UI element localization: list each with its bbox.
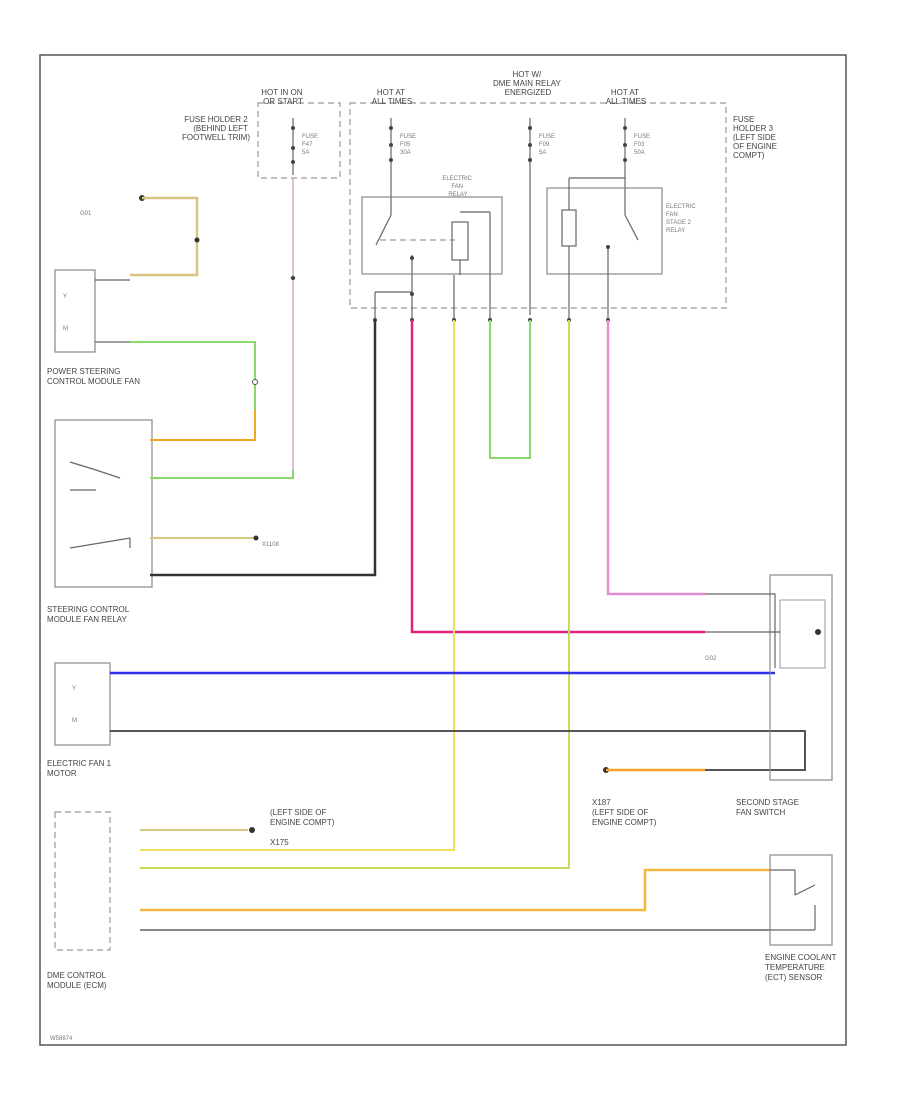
svg-text:Y: Y (63, 294, 67, 300)
label-ground-x187: (LEFT SIDE OF ENGINE COMPT) X187 (592, 798, 659, 827)
diagram-frame (39, 54, 847, 1046)
fuse-f05 (389, 118, 393, 215)
label-second-stage-switch: SECOND STAGE FAN SWITCH (736, 798, 801, 817)
label-coolant-sensor: ENGINE COOLANT TEMPERATURE (ECT) SENSOR (765, 953, 839, 982)
label-fuse-f47: FUSE F47 5A (302, 134, 320, 156)
svg-text:Y: Y (72, 686, 76, 692)
label-fuse-holder-2: FUSE HOLDER 2 (BEHIND LEFT FOOTWELL TRIM… (182, 115, 250, 142)
electric-fan-1-motor: Y M (54, 662, 111, 746)
label-g01: G01 (80, 211, 92, 217)
label-ground-x175: X175 (LEFT SIDE OF ENGINE COMPT) (270, 808, 335, 847)
label-fuse-holder-3: FUSE HOLDER 3 (LEFT SIDE OF ENGINE COMPT… (733, 115, 779, 160)
wire-runs (110, 320, 806, 931)
fuse-holder-3 (349, 102, 727, 309)
label-power-steering: POWER STEERING CONTROL MODULE FAN (47, 367, 140, 386)
second-stage-fan-switch (705, 574, 833, 781)
steering-control-relay (54, 320, 377, 588)
svg-text:M: M (63, 326, 68, 332)
electric-fan-stage2-relay (546, 177, 663, 320)
label-fuse-f09: FUSE F09 5A (539, 134, 557, 156)
electric-fan-relay (361, 196, 503, 320)
svg-text:M: M (72, 718, 77, 724)
label-dme-module: DME CONTROL MODULE (ECM) (47, 971, 108, 990)
label-x1108: X1108 (262, 542, 280, 548)
label-g02: G02 (705, 656, 717, 662)
ground-g01 (130, 195, 200, 277)
fuse-holder-2 (257, 102, 341, 179)
power-steering-module: Y M (54, 269, 258, 441)
coolant-temperature-sensor (769, 854, 833, 946)
fuse-f09 (528, 118, 532, 315)
label-electric-fan-relay: ELECTRIC FAN RELAY (442, 176, 473, 198)
label-steering-relay: STEERING CONTROL MODULE FAN RELAY (47, 605, 131, 624)
label-fan-motor: ELECTRIC FAN 1 MOTOR (47, 759, 113, 778)
label-hot-at-all-times-2: HOT AT ALL TIMES (606, 88, 646, 106)
label-hot-at-all-times-1: HOT AT ALL TIMES (372, 88, 412, 106)
fuse-f03 (623, 118, 627, 215)
diagram-labels: HOT IN ON OR START FUSE HOLDER 2 (BEHIND… (47, 70, 839, 1042)
fuse-f47 (290, 118, 296, 470)
label-hot-dme-relay: HOT W/ DME MAIN RELAY ENERGIZED (493, 70, 563, 97)
label-hot-run-start: HOT IN ON OR START (261, 88, 304, 106)
label-stage2-relay: ELECTRIC FAN STAGE 2 RELAY (666, 204, 697, 234)
dme-control-module (54, 811, 111, 951)
page-code: W58874 (50, 1036, 73, 1042)
label-fuse-f05: FUSE F05 30A (400, 134, 418, 156)
label-fuse-f03: FUSE F03 50A (634, 134, 652, 156)
connector-row (373, 291, 610, 322)
